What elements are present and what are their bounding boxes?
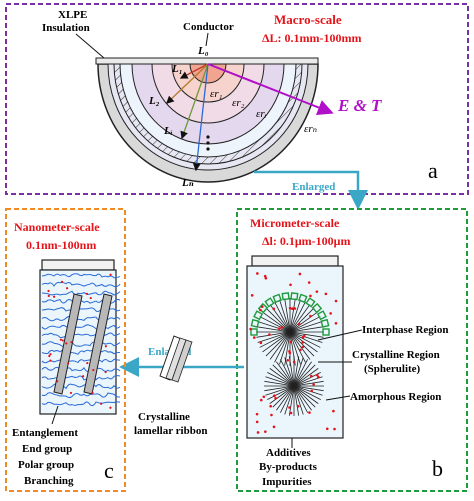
Ln-label: Lₙ <box>181 177 194 189</box>
byproducts-label: By-products <box>259 461 318 473</box>
additives-label: Additives <box>266 447 311 459</box>
panel-c-label: c <box>104 458 114 483</box>
er2-label: εr₂ <box>232 97 245 109</box>
radius-Ln <box>192 63 209 172</box>
crystalline-label-2: (Spherulite) <box>364 363 421 375</box>
ring-dots <box>206 135 210 151</box>
impurity-dots <box>249 272 338 434</box>
L1-label: L₁ <box>171 63 183 75</box>
lamellar-ribbon <box>159 335 193 383</box>
panel-c-frame <box>5 208 126 492</box>
nano-scale-title: Nanometer-scale <box>14 220 100 234</box>
panel-a-frame <box>5 3 469 195</box>
insulation-label-1: XLPE <box>58 9 87 21</box>
conductor-label: Conductor <box>183 21 234 33</box>
panel-b-frame <box>236 208 468 492</box>
amorphous-label: Amorphous Region <box>350 391 441 403</box>
polar-group-label: Polar group <box>18 459 74 471</box>
radius-L1 <box>179 63 209 79</box>
L0-label: L₀ <box>197 45 209 57</box>
nano-dots <box>47 273 112 409</box>
cable-cross-section <box>95 57 319 183</box>
amorphous-pointer <box>325 395 351 401</box>
impurities-label: Impurities <box>262 476 312 488</box>
radius-Li <box>180 63 209 140</box>
sample-cap <box>251 255 339 267</box>
eri-label: εrᵢ <box>256 108 267 120</box>
entanglement-pointer <box>51 405 59 425</box>
macro-scale-title: Macro-scale <box>274 12 342 27</box>
entanglement-label: Entanglement <box>12 427 78 439</box>
interphase-pointer <box>317 329 363 341</box>
end-group-label: End group <box>22 443 72 455</box>
nano-scale-range: 0.1nm-100nm <box>26 238 96 252</box>
micro-scale-range: Δl: 0.1μm-100μm <box>262 234 350 248</box>
er1-label: εr₁ <box>210 88 223 100</box>
enlarged-label-ab: Enlarged <box>292 181 335 193</box>
insulation-label-2: Insulation <box>42 22 90 34</box>
micro-sample <box>246 265 344 439</box>
ribbon-label-2: lamellar ribbon <box>134 425 207 437</box>
crystalline-label-1: Crystalline Region <box>352 349 440 361</box>
lamellae <box>53 293 113 395</box>
macro-scale-range: ΔL: 0.1mm-100mm <box>262 31 362 45</box>
field-label: E & T <box>337 96 382 115</box>
radius-L2 <box>166 63 209 104</box>
branching-label: Branching <box>24 475 74 487</box>
ribbon-label-1: Crystalline <box>138 411 190 423</box>
enlarged-arrow-ab <box>254 170 368 210</box>
interphase-label: Interphase Region <box>362 324 448 336</box>
nano-cap <box>41 259 115 271</box>
L2-label: L₂ <box>148 95 160 107</box>
Li-label: Lᵢ <box>163 125 173 137</box>
field-arrow <box>207 63 334 116</box>
insulation-pointer <box>75 33 105 59</box>
panel-a-label: a <box>428 158 438 183</box>
micro-scale-title: Micrometer-scale <box>250 216 340 230</box>
panel-b-label: b <box>432 456 443 481</box>
ern-label: εrₙ <box>304 123 317 135</box>
conductor-pointer <box>205 32 209 47</box>
